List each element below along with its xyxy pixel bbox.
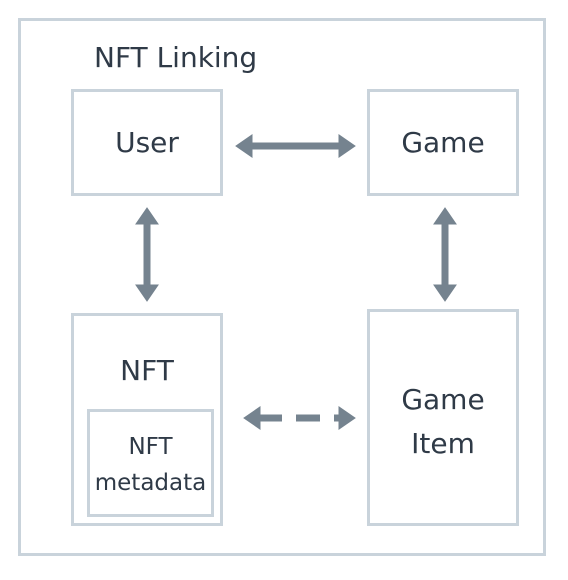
game-item-label-line1: Game — [401, 383, 485, 416]
game-item-node: Game Item — [367, 309, 519, 526]
nft-gameitem-dashed-arrow — [243, 406, 356, 430]
game-item-label-line2: Item — [411, 427, 475, 460]
user-game-arrow — [235, 134, 356, 158]
nft-metadata-label-line1: NFT — [128, 434, 173, 460]
diagram-title: NFT Linking — [94, 41, 258, 74]
game-node: Game — [367, 89, 519, 196]
nft-node: NFT NFT metadata — [71, 313, 223, 526]
nft-node-label: NFT — [120, 354, 174, 387]
game-node-label: Game — [401, 126, 485, 159]
user-node-label: User — [115, 126, 179, 159]
nft-metadata-node: NFT metadata — [87, 409, 214, 517]
game-gameitem-arrow — [433, 207, 457, 302]
user-node: User — [71, 89, 223, 196]
diagram-frame — [18, 18, 546, 556]
user-nft-arrow — [135, 207, 159, 302]
nft-metadata-label-line2: metadata — [94, 470, 207, 496]
